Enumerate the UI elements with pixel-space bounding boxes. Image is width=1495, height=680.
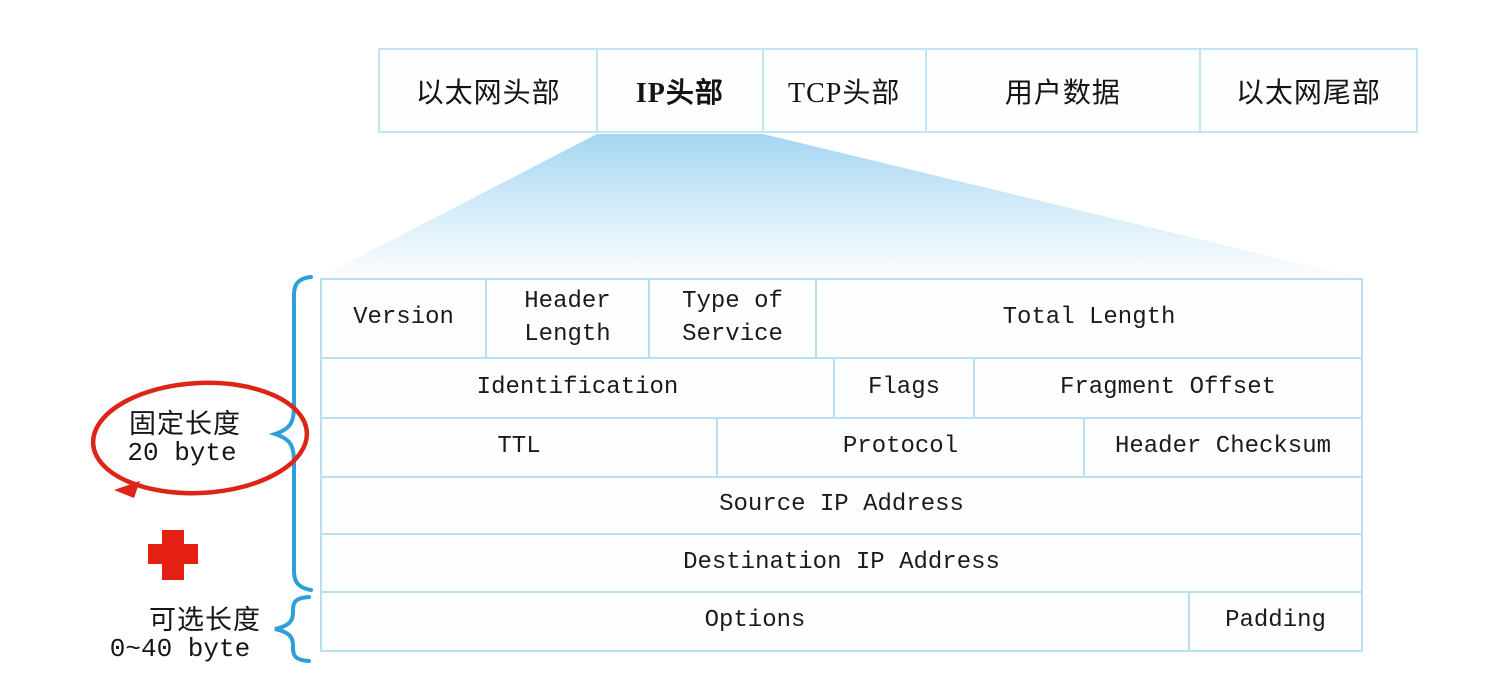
ip-field-ttl: TTL <box>322 418 718 476</box>
table-row: Source IP Address <box>322 478 1361 536</box>
fixed-length-label: 固定长度 <box>129 409 241 439</box>
optional-length-brace <box>274 595 311 663</box>
frame-segment-user-data: 用户数据 <box>927 50 1201 131</box>
ip-field-options: Options <box>322 592 1190 650</box>
ip-field-source-ip: Source IP Address <box>719 491 964 519</box>
frame-segment-ethernet-trailer: 以太网尾部 <box>1235 77 1381 109</box>
table-row: Options Padding <box>322 592 1361 650</box>
ip-field-type-of-service: Type of Service <box>650 280 817 358</box>
ip-header-field-table: Version Header Length Type of Service To… <box>320 278 1363 652</box>
ip-field-destination-ip: Destination IP Address <box>683 548 1000 576</box>
optional-length-value: 0~40 byte <box>109 634 251 664</box>
table-row: Destination IP Address <box>322 535 1361 593</box>
ip-field-padding: Padding <box>1225 607 1326 635</box>
table-row: TTL Protocol Header Checksum <box>322 418 1361 478</box>
ethernet-frame-bar: 以太网头部 IP头部 TCP头部 用户数据 以太网尾部 <box>378 48 1418 133</box>
frame-segment-tcp-header: TCP头部 <box>764 50 927 131</box>
fixed-length-brace <box>268 275 313 592</box>
frame-segment-ip-header: IP头部 <box>598 50 764 131</box>
red-circle-annotation <box>90 380 310 498</box>
ip-field-identification: Identification <box>322 359 835 417</box>
ip-field-protocol: Protocol <box>718 418 1085 476</box>
red-cross-icon <box>148 530 198 580</box>
ip-field-flags: Flags <box>835 359 975 417</box>
ip-field-total-length: Total Length <box>1002 304 1176 332</box>
optional-length-label: 可选长度 <box>149 605 261 635</box>
ip-field-fragment-offset: Fragment Offset <box>1059 373 1277 401</box>
funnel-shape <box>322 134 1352 276</box>
fixed-length-value: 20 byte <box>127 438 237 468</box>
table-row: Identification Flags Fragment Offset <box>322 359 1361 419</box>
ip-field-header-length: Header Length <box>487 280 650 358</box>
ip-field-header-checksum: Header Checksum <box>1114 432 1332 460</box>
ip-field-version: Version <box>322 280 487 358</box>
table-row: Version Header Length Type of Service To… <box>322 280 1361 360</box>
frame-segment-ethernet-header: 以太网头部 <box>380 50 599 131</box>
